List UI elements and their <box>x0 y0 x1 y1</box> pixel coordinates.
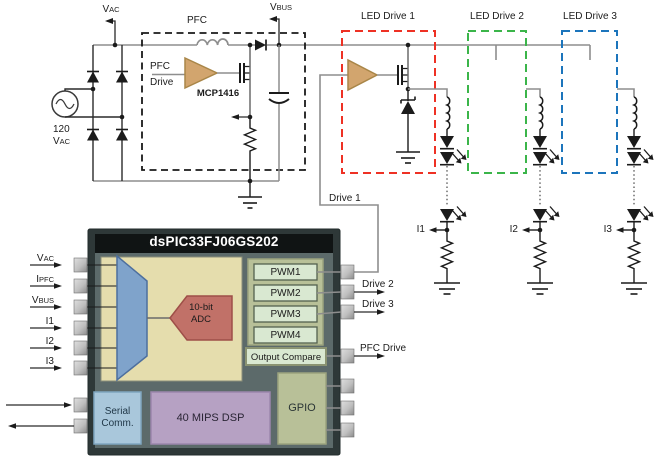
pwm4-label: PWM4 <box>270 330 301 341</box>
ac-source-label-line1: 120 <box>53 124 70 135</box>
bridge-diode <box>87 70 128 141</box>
pfc-boundary-box <box>141 32 306 171</box>
boost-diode <box>255 39 266 51</box>
led-drive-1-label: LED Drive 1 <box>361 11 415 22</box>
led-drive-3-label: LED Drive 3 <box>563 11 617 22</box>
led-drive-3-box <box>561 30 618 174</box>
chip-title: dsPIC33FJ06GS202 <box>149 234 279 249</box>
mcp1416-driver-triangle <box>184 56 219 90</box>
pfc-drive-input-label-line1: PFC <box>150 61 170 72</box>
led-string-3 <box>615 96 654 295</box>
pin-serial-tx <box>73 418 88 434</box>
pin-i1 <box>73 320 88 336</box>
pin-gpio-2 <box>340 400 355 416</box>
chip-titlebar <box>95 234 333 253</box>
pwm2-label: PWM2 <box>270 288 301 299</box>
vbus-tap <box>269 16 282 48</box>
left-arrowhead-icon <box>105 18 113 24</box>
drive1-net-wire <box>319 74 379 273</box>
pfc-mosfet <box>217 45 251 117</box>
pin-label-ipfc: IPFC <box>36 274 54 285</box>
serial-comm-block <box>93 391 142 445</box>
serial-comm-label-line2: Comm. <box>101 418 134 429</box>
pfc-sense-resistor <box>242 117 258 181</box>
pin-drive1 <box>340 264 355 280</box>
pin-drive3 <box>340 304 355 320</box>
pfc-drive-input-label-line2: Drive <box>150 77 174 88</box>
boost-inductor <box>196 38 229 46</box>
left-pin-arrows <box>30 262 62 371</box>
pwm1-label: PWM1 <box>270 267 301 278</box>
pin-i3 <box>73 360 88 376</box>
pin-vbus <box>73 299 88 315</box>
left-arrowhead-icon <box>231 114 239 120</box>
vbus-tap-label: VBUS <box>269 2 293 13</box>
internal-connection-lines <box>316 271 342 431</box>
gate-driver-triangle <box>347 58 379 92</box>
adc-mux <box>116 254 148 382</box>
sine-wave-icon <box>55 98 75 110</box>
dspic-block <box>73 228 355 456</box>
pin-i2 <box>73 340 88 356</box>
right-pin-arrows <box>354 289 385 359</box>
pin-label-vac: VAC <box>36 253 54 264</box>
drive2-pin-label: Drive 2 <box>362 279 394 290</box>
dsp-block <box>150 391 271 445</box>
ac-source <box>51 88 122 118</box>
vac-tap-label: VAC <box>102 4 120 15</box>
pin-pfc-drive <box>340 348 355 364</box>
pfc-stage <box>152 38 290 209</box>
pin-gpio-1 <box>340 378 355 394</box>
pwm4-block <box>253 326 318 344</box>
i2-tap-label: I2 <box>509 224 518 235</box>
drive1-net-label: Drive 1 <box>329 193 361 204</box>
led-drive-2-box <box>467 30 527 174</box>
ground-symbol <box>396 151 420 164</box>
gpio-label: GPIO <box>288 402 316 414</box>
pin-ipfc <box>73 278 88 294</box>
adc-label-line2: ADC <box>190 314 212 325</box>
pin-label-vbus: VBUS <box>31 295 54 306</box>
pin-label-i1: I1 <box>45 316 54 327</box>
pin-vac <box>73 257 88 273</box>
pin-serial-rx <box>73 397 88 413</box>
i3-tap-label: I3 <box>603 224 612 235</box>
led-drive-1-circuit <box>319 42 420 273</box>
drive3-pin-label: Drive 3 <box>362 299 394 310</box>
chip-pins <box>73 257 355 438</box>
serial-arrows <box>6 402 74 429</box>
ground-symbol <box>238 196 262 209</box>
gpio-block <box>277 372 327 445</box>
vac-tap <box>105 18 118 48</box>
ac-source-label-line2: VAC <box>53 136 71 147</box>
channel-feed-wires <box>408 88 635 97</box>
adc-block <box>169 295 233 341</box>
analog-input-lines <box>87 264 117 369</box>
pin-drive2 <box>340 284 355 300</box>
freewheel-diode <box>400 89 416 152</box>
i1-tap-label: I1 <box>416 224 425 235</box>
pin-label-i3: I3 <box>45 356 54 367</box>
mcp1416-label: MCP1416 <box>196 88 240 99</box>
dsp-label: 40 MIPS DSP <box>176 412 245 424</box>
buck-mosfet <box>377 45 409 89</box>
bus-capacitor <box>268 45 290 181</box>
output-compare-label: Output Compare <box>250 352 322 363</box>
bridge-rectifier <box>87 45 128 181</box>
pfc-drive-pin-label: PFC Drive <box>360 343 407 354</box>
pwm3-label: PWM3 <box>270 309 301 320</box>
led-string-2 <box>521 96 561 295</box>
led-drive-1-box <box>341 30 436 174</box>
pin-gpio-3 <box>340 422 355 438</box>
left-arrowhead-icon <box>269 16 277 22</box>
pin-label-i2: I2 <box>45 336 54 347</box>
adc-label-line1: 10-bit <box>189 302 213 313</box>
serial-comm-label-line1: Serial <box>104 406 131 417</box>
pfc-box-label: PFC <box>187 15 207 26</box>
led-drive-2-label: LED Drive 2 <box>470 11 524 22</box>
